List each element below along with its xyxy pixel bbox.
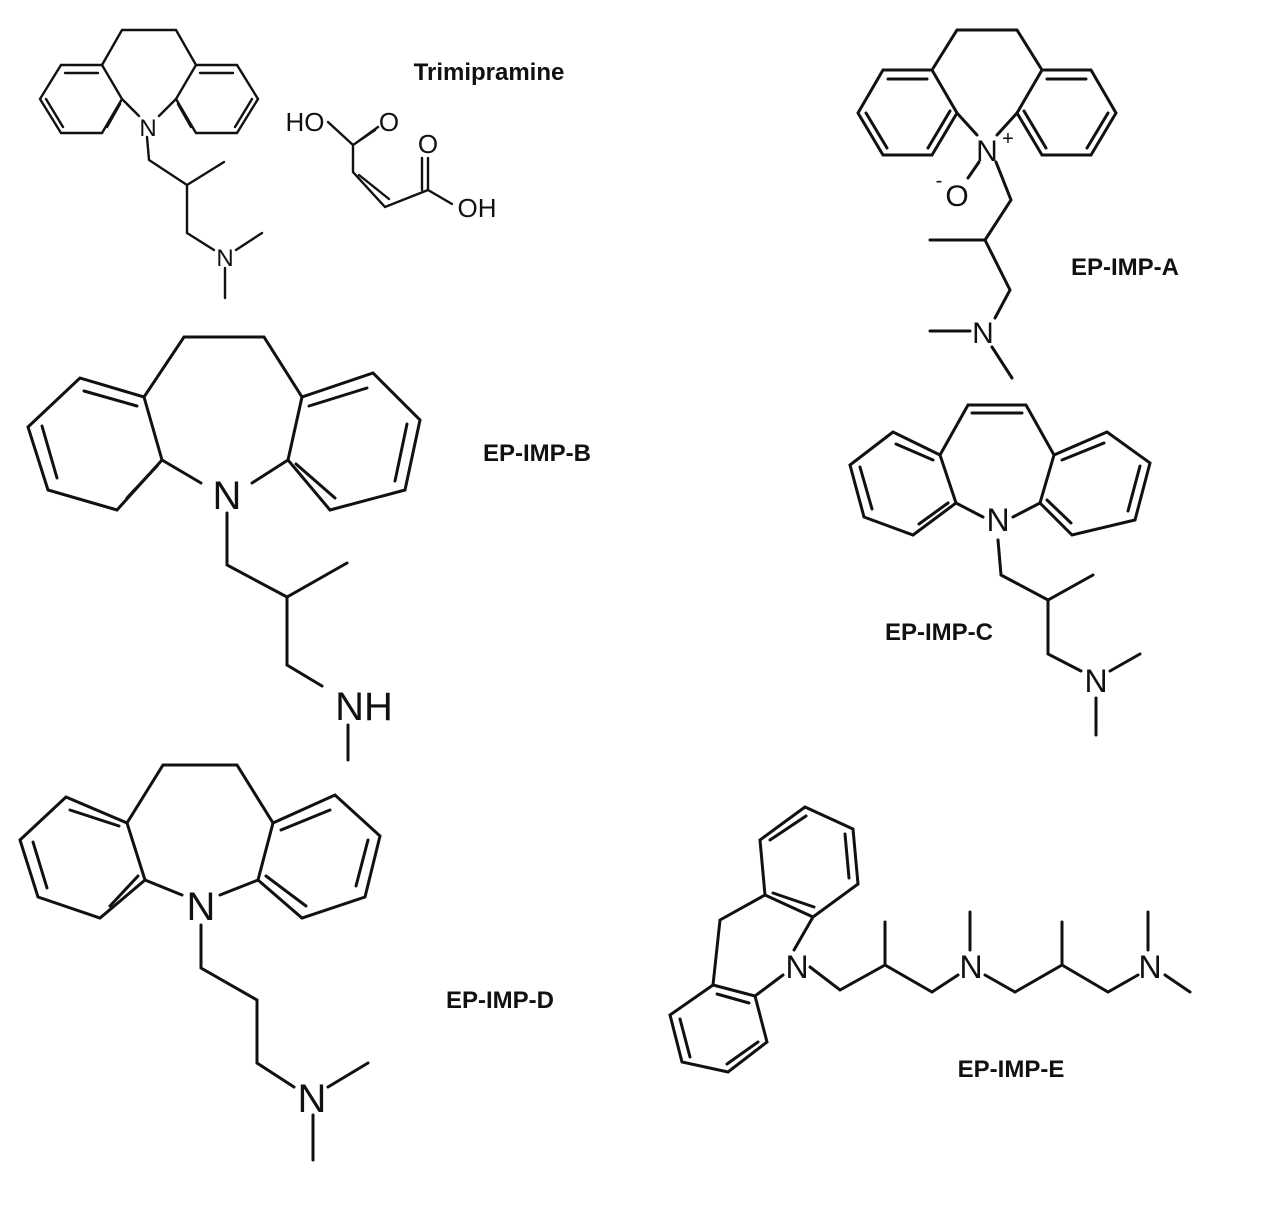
structure-label: EP-IMP-C [885, 619, 993, 646]
atom-n: N [216, 245, 233, 272]
structure-label: EP-IMP-B [483, 440, 591, 467]
structure-ep-imp-e: N N N EP-IMP-E [668, 805, 1192, 1083]
structure-label: EP-IMP-E [958, 1056, 1065, 1083]
atom-n: N [986, 502, 1009, 538]
atom-n: N [1084, 663, 1107, 699]
structure-ep-imp-c: N N EP-IMP-C [848, 403, 1152, 737]
charge-minus: - [936, 170, 943, 192]
atom-n: N [1138, 949, 1161, 985]
structure-ep-imp-d: N N EP-IMP-D [18, 763, 554, 1162]
atom-ho: HO [286, 107, 325, 137]
structure-label: Trimipramine [414, 59, 565, 86]
structure-ep-imp-b: N NH EP-IMP-B [26, 335, 591, 762]
atom-n: N [213, 474, 242, 518]
atom-oh: OH [458, 193, 497, 223]
structure-label: EP-IMP-A [1071, 254, 1179, 281]
atom-n: N [959, 949, 982, 985]
atom-n-plus: N [976, 135, 998, 168]
atom-o: O [945, 180, 968, 213]
atom-n: N [972, 317, 994, 350]
structure-trimipramine: N N HO O O OH Trimipramine [38, 28, 565, 300]
atom-n: N [187, 885, 216, 929]
atom-o: O [379, 107, 399, 137]
atom-n: N [139, 115, 156, 142]
atom-o: O [418, 129, 438, 159]
structure-ep-imp-a: N + - O N EP-IMP-A [856, 28, 1179, 380]
atom-n: N [785, 949, 808, 985]
charge-plus: + [1002, 128, 1014, 150]
structure-label: EP-IMP-D [446, 987, 554, 1014]
atom-nh: NH [335, 685, 393, 729]
atom-n: N [298, 1077, 327, 1121]
